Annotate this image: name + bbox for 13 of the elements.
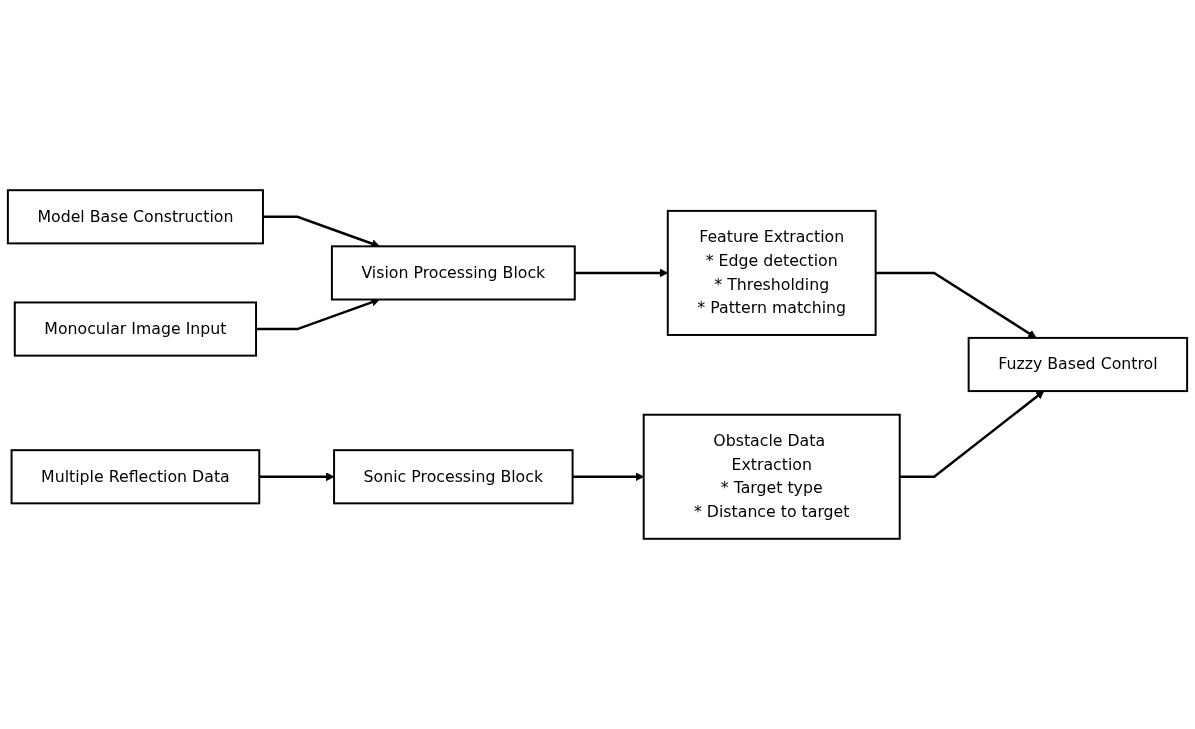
- arrow: [262, 215, 380, 248]
- node-box: Multiple Reflection Data: [10, 449, 261, 505]
- node-box: Sonic Processing Block: [333, 449, 574, 505]
- node-box: Vision Processing Block: [330, 245, 576, 301]
- node-box: Monocular Image Input: [13, 301, 258, 357]
- arrow: [899, 390, 1045, 478]
- node-box: Model Base Construction: [6, 189, 264, 245]
- node-box: Obstacle Data Extraction * Target type * Distance to target: [642, 413, 901, 540]
- node-box: Feature Extraction * Edge detection * Thresholding * Pattern matching: [666, 209, 877, 336]
- node-box: Fuzzy Based Control: [967, 336, 1189, 393]
- arrow: [256, 298, 380, 331]
- arrow: [875, 271, 1037, 339]
- arrow: [259, 472, 335, 482]
